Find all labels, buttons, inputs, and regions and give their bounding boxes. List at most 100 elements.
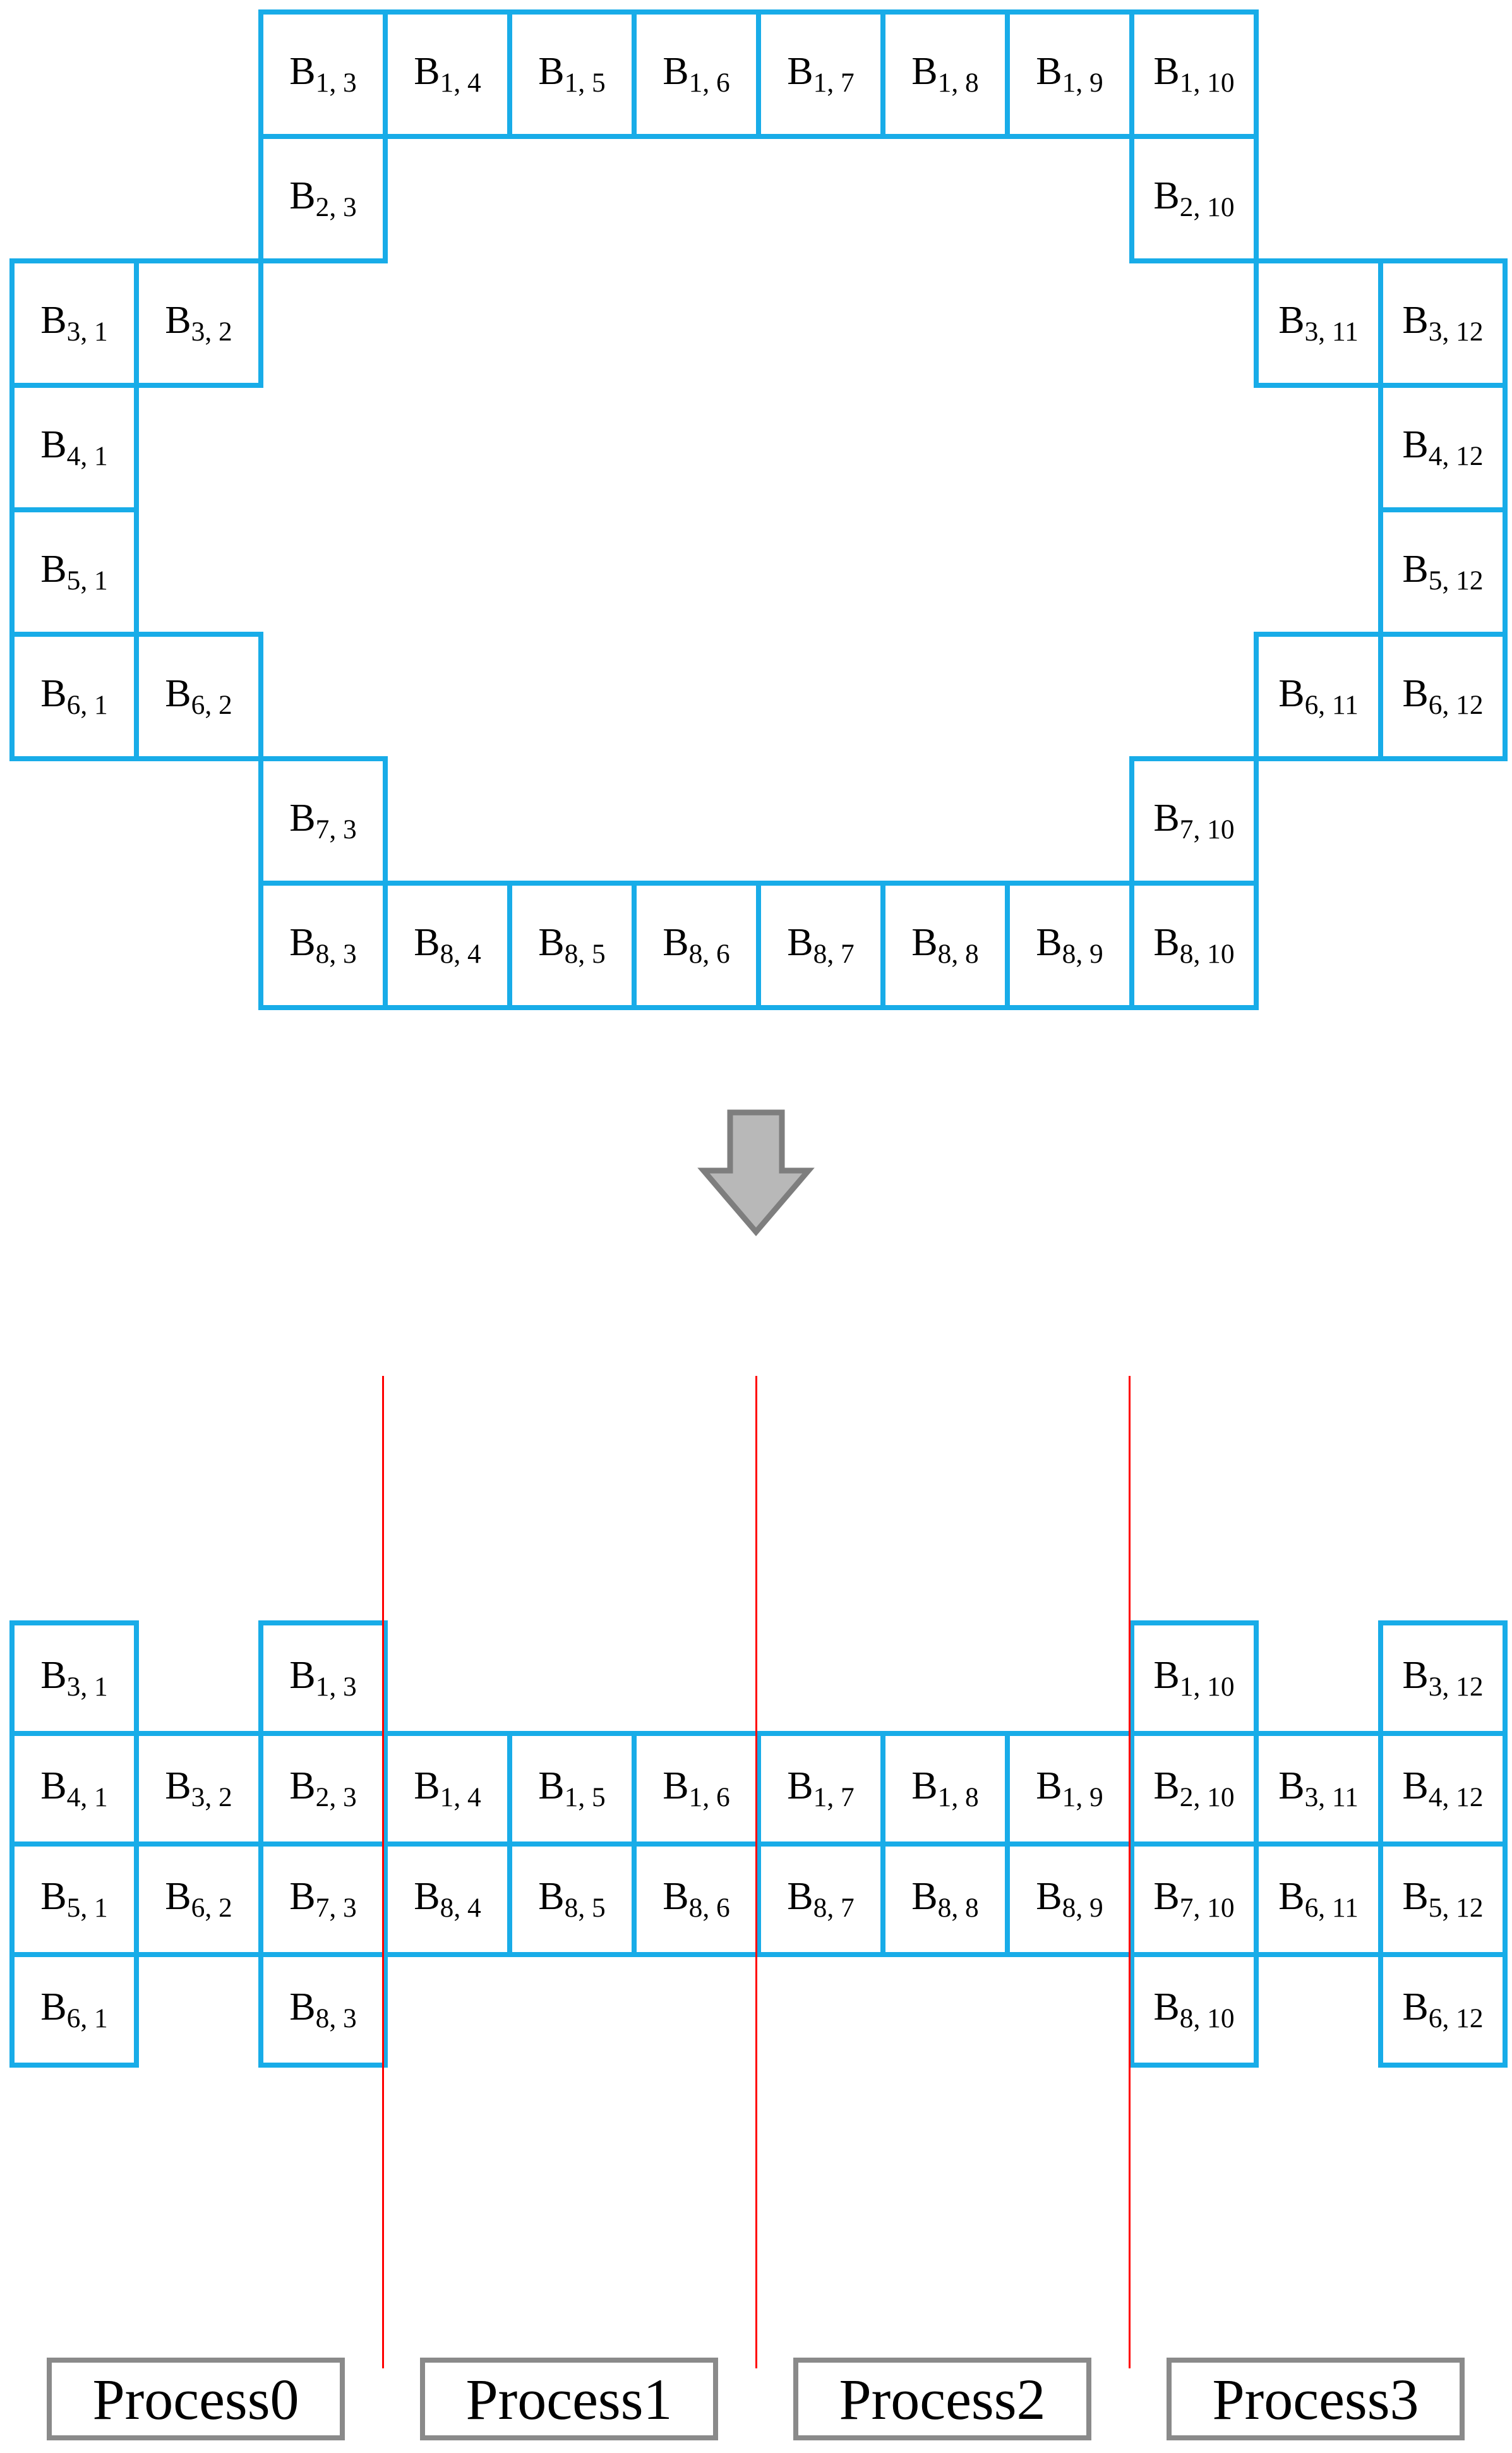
block-B6-1: B6, 1 [9,1952,139,2068]
process-box-1: Process1 [420,2358,718,2440]
block-label: B1, 4 [414,49,481,98]
block-label: B6, 11 [1278,1874,1359,1923]
block-B1-6: B1, 6 [632,9,761,139]
block-label: B7, 10 [1153,1874,1235,1923]
block-label: B6, 2 [165,1874,232,1923]
block-label: B3, 12 [1402,298,1484,347]
block-label: B3, 11 [1278,1764,1359,1812]
block-label: B4, 12 [1402,423,1484,471]
block-label: B8, 7 [787,920,855,969]
block-label: B1, 6 [663,1764,730,1812]
partition-line-1 [382,1376,384,2368]
process-label-1: Process1 [465,2366,673,2432]
block-label: B8, 3 [289,920,357,969]
block-label: B8, 3 [289,1985,357,2034]
block-B2-3: B2, 3 [258,134,388,263]
block-B7-3: B7, 3 [258,756,388,886]
process-row: Process0 Process1 Process2 Process3 [0,2358,1512,2440]
block-B3-2: B3, 2 [134,258,263,388]
block-label: B8, 7 [787,1874,855,1923]
block-label: B1, 9 [1036,1764,1103,1812]
block-B3-11: B3, 11 [1254,258,1383,388]
block-label: B1, 9 [1036,49,1103,98]
block-label: B3, 1 [40,1653,108,1702]
block-label: B1, 7 [787,1764,855,1812]
block-B8-3: B8, 3 [258,881,388,1010]
block-B8-7: B8, 7 [756,1841,885,1957]
block-B7-10: B7, 10 [1129,756,1259,886]
block-label: B3, 2 [165,298,232,347]
block-label: B6, 12 [1402,672,1484,720]
process-label-0: Process0 [92,2366,299,2432]
block-B1-4: B1, 4 [383,1731,512,1847]
block-B8-4: B8, 4 [383,1841,512,1957]
block-B2-3: B2, 3 [258,1731,388,1847]
block-label: B1, 10 [1153,1653,1235,1702]
block-label: B8, 5 [538,1874,606,1923]
block-label: B1, 3 [289,49,357,98]
block-label: B5, 12 [1402,547,1484,596]
block-B8-10: B8, 10 [1129,881,1259,1010]
block-B8-4: B8, 4 [383,881,512,1010]
block-B1-5: B1, 5 [507,9,637,139]
block-label: B8, 6 [663,920,730,969]
block-label: B2, 10 [1153,174,1235,222]
block-label: B4, 1 [40,1764,108,1812]
block-B8-9: B8, 9 [1005,881,1134,1010]
block-B6-2: B6, 2 [134,1841,263,1957]
block-label: B6, 11 [1278,672,1359,720]
block-B8-6: B8, 6 [632,1841,761,1957]
block-B5-12: B5, 12 [1378,1841,1508,1957]
block-label: B1, 5 [538,49,606,98]
process-box-0: Process0 [47,2358,345,2440]
down-arrow-icon [697,1109,815,1236]
block-label: B8, 4 [414,920,481,969]
block-B1-10: B1, 10 [1129,9,1259,139]
block-label: B8, 8 [911,920,979,969]
block-B6-2: B6, 2 [134,632,263,761]
block-B6-11: B6, 11 [1254,1841,1383,1957]
block-label: B3, 11 [1278,298,1359,347]
block-label: B5, 12 [1402,1874,1484,1923]
block-label: B3, 2 [165,1764,232,1812]
block-B6-12: B6, 12 [1378,1952,1508,2068]
block-label: B2, 10 [1153,1764,1235,1812]
block-label: B2, 3 [289,174,357,222]
block-B6-11: B6, 11 [1254,632,1383,761]
block-B8-8: B8, 8 [880,881,1010,1010]
block-label: B8, 5 [538,920,606,969]
block-B2-10: B2, 10 [1129,134,1259,263]
block-B8-10: B8, 10 [1129,1952,1259,2068]
block-label: B7, 3 [289,1874,357,1923]
block-label: B6, 12 [1402,1985,1484,2034]
process-label-2: Process2 [839,2366,1046,2432]
block-B2-10: B2, 10 [1129,1731,1259,1847]
block-label: B7, 10 [1153,796,1235,845]
block-label: B1, 5 [538,1764,606,1812]
block-label: B1, 10 [1153,49,1235,98]
block-label: B8, 9 [1036,920,1103,969]
block-B3-2: B3, 2 [134,1731,263,1847]
block-label: B8, 8 [911,1874,979,1923]
block-label: B8, 9 [1036,1874,1103,1923]
block-B5-12: B5, 12 [1378,507,1508,637]
block-label: B3, 12 [1402,1653,1484,1702]
block-label: B8, 4 [414,1874,481,1923]
block-B1-7: B1, 7 [756,1731,885,1847]
block-label: B1, 7 [787,49,855,98]
block-B3-1: B3, 1 [9,1620,139,1736]
block-B1-8: B1, 8 [880,9,1010,139]
block-label: B4, 1 [40,423,108,471]
partition-line-3 [1129,1376,1131,2368]
block-B6-12: B6, 12 [1378,632,1508,761]
block-label: B3, 1 [40,298,108,347]
block-label: B1, 6 [663,49,730,98]
block-B4-12: B4, 12 [1378,383,1508,512]
block-label: B7, 3 [289,796,357,845]
block-label: B8, 10 [1153,920,1235,969]
block-label: B8, 6 [663,1874,730,1923]
